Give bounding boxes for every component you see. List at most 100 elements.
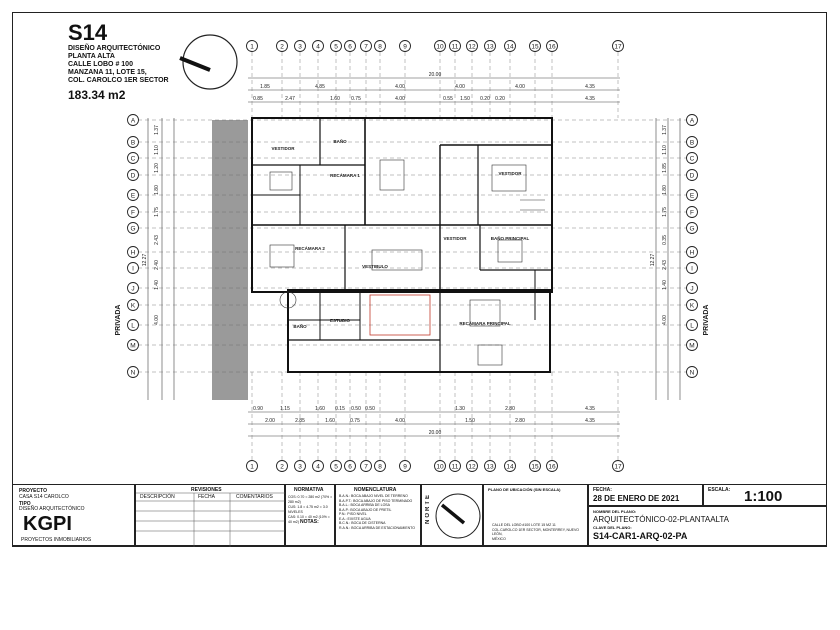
dimension-label: 1.75: [662, 207, 668, 217]
dimension-label: 1.60: [330, 96, 340, 102]
svg-text:2: 2: [280, 464, 284, 471]
svg-text:13: 13: [486, 44, 494, 51]
svg-text:I: I: [691, 266, 693, 273]
nomenclatura-line: P.N.: PISO NIVEL: [339, 512, 367, 516]
room-label-vestidor-1: VESTIDOR: [271, 146, 295, 151]
grid-bubble-top: 16: [546, 40, 558, 52]
dimension-label: 12.27: [142, 254, 148, 267]
svg-text:L: L: [131, 323, 135, 330]
header-line: MANZANA 11, LOTE 15,: [68, 69, 147, 76]
grid-bubble-right: K: [686, 299, 698, 311]
grid-bubble-bottom: 12: [466, 460, 478, 472]
dimension-label: 4.00: [662, 315, 668, 325]
svg-text:12: 12: [468, 464, 476, 471]
grid-bubble-top: 11: [449, 40, 461, 52]
svg-text:M: M: [130, 343, 135, 350]
grid-bubble-bottom: 2: [276, 460, 288, 472]
svg-text:17: 17: [614, 464, 622, 471]
grid-bubble-bottom: 10: [434, 460, 446, 472]
grid-bubble-left: J: [127, 282, 139, 294]
svg-text:L: L: [690, 323, 694, 330]
svg-text:N: N: [690, 370, 695, 377]
sheet-area: 183.34 m2: [68, 88, 126, 102]
revisions-col: COMENTARIOS: [236, 494, 273, 500]
grid-bubble-top: 17: [612, 40, 624, 52]
dimension-label: 4.35: [585, 406, 595, 412]
revisions-cell: REVISIONES DESCRIPCIÓN FECHA COMENTARIOS: [135, 484, 286, 547]
dimension-label: 2.85: [295, 418, 305, 424]
ubicacion-cell: PLANO DE UBICACIÓN (SIN ESCALA) CALLE DE…: [483, 484, 588, 546]
grid-bubble-top: 10: [434, 40, 446, 52]
dimension-label: 1.10: [662, 145, 668, 155]
grid-bubble-top: 6: [344, 40, 356, 52]
grid-bubble-right: I: [686, 262, 698, 274]
fecha-value: 28 DE ENERO DE 2021: [593, 494, 680, 503]
company-logo: KGPI: [23, 513, 72, 535]
header-line: PLANTA ALTA: [68, 53, 115, 60]
grid-bubble-left: E: [127, 189, 139, 201]
grid-bubble-top: 15: [529, 40, 541, 52]
nomenclatura-line: B.A.N.: BOCA ABAJO NIVEL DE TERRENO: [339, 494, 408, 498]
svg-text:A: A: [131, 118, 136, 125]
dimension-label: 2.47: [285, 96, 295, 102]
grid-bubble-top: 5: [330, 40, 342, 52]
svg-text:K: K: [690, 303, 695, 310]
grid-bubble-right: B: [686, 136, 698, 148]
svg-text:F: F: [131, 210, 135, 217]
svg-text:2: 2: [280, 44, 284, 51]
grid-bubble-left: K: [127, 299, 139, 311]
svg-text:1: 1: [250, 44, 254, 51]
clave-label: CLAVE DEL PLANO:: [593, 525, 632, 530]
clave-value: S14-CAR1-ARQ-02-PA: [593, 531, 688, 541]
dimension-label: 2.40: [154, 260, 160, 270]
grid-bubble-bottom: 3: [294, 460, 306, 472]
project-label: PROYECTO: [19, 488, 47, 494]
svg-text:F: F: [690, 210, 694, 217]
grid-bubble-left: C: [127, 152, 139, 164]
svg-text:B: B: [690, 140, 694, 147]
nomenclatura-line: R.A.N.: BOCA ARRIBA DE ESTACIONAMIENTO: [339, 525, 415, 530]
type-label: TIPO: [19, 501, 31, 507]
revisions-grid: [136, 492, 286, 547]
dimension-label: 2.80: [505, 406, 515, 412]
svg-text:7: 7: [364, 464, 368, 471]
revisions-title: REVISIONES: [191, 487, 222, 493]
dimension-label: 4.35: [585, 96, 595, 102]
grid-bubble-left: D: [127, 169, 139, 181]
walls: [251, 117, 553, 373]
side-label-left: PRIVADA: [115, 305, 122, 336]
svg-text:14: 14: [506, 44, 514, 51]
grid-bubble-right: J: [686, 282, 698, 294]
svg-text:1: 1: [250, 464, 254, 471]
dimension-label: 0.50: [351, 406, 361, 412]
dimension-label: 2.43: [662, 260, 668, 270]
header-line: COL. CAROLCO 1ER SECTOR: [68, 77, 169, 84]
svg-text:I: I: [132, 266, 134, 273]
dimension-label: 2.00: [265, 418, 275, 424]
dimension-label: 4.00: [154, 315, 160, 325]
dimension-label: 2.43: [154, 235, 160, 245]
ubicacion-line: COL.CAROLCO 1ER SECTOR, MONTERREY, NUEVO…: [492, 527, 579, 537]
grid-bubble-bottom: 6: [344, 460, 356, 472]
dimension-label: 20.00: [429, 430, 442, 436]
north-arrow-icon: [179, 34, 238, 90]
svg-text:9: 9: [403, 44, 407, 51]
nomenclatura-title: NOMENCLATURA: [354, 487, 397, 493]
grid-bubble-left: H: [127, 246, 139, 258]
svg-text:3: 3: [298, 44, 302, 51]
svg-text:6: 6: [348, 464, 352, 471]
nomenclatura-line: E.A.: EXISTE AGUA: [339, 516, 371, 521]
dimension-label: 1.80: [662, 185, 668, 195]
dimension-label: 1.15: [280, 406, 290, 412]
nomenclatura-line: B.A.P.T.: BOCA ABAJO DE PISO TERMINADO: [339, 498, 413, 503]
svg-text:9: 9: [403, 464, 407, 471]
dimension-label: 0.75: [351, 96, 361, 102]
normativa-line: CUS: 1.8 = 4.75 m2 = 3.0 NIVELES: [288, 505, 328, 514]
dimension-label: 4.35: [585, 418, 595, 424]
dimension-label: 0.90: [253, 406, 263, 412]
dimension-label: 4.00: [395, 418, 405, 424]
nomenclatura-cell: NOMENCLATURA B.A.N.: BOCA ABAJO NIVEL DE…: [335, 484, 421, 546]
nomenclatura-line: B.A.P.: BOCA ABAJO DE PRETIL: [339, 507, 392, 512]
